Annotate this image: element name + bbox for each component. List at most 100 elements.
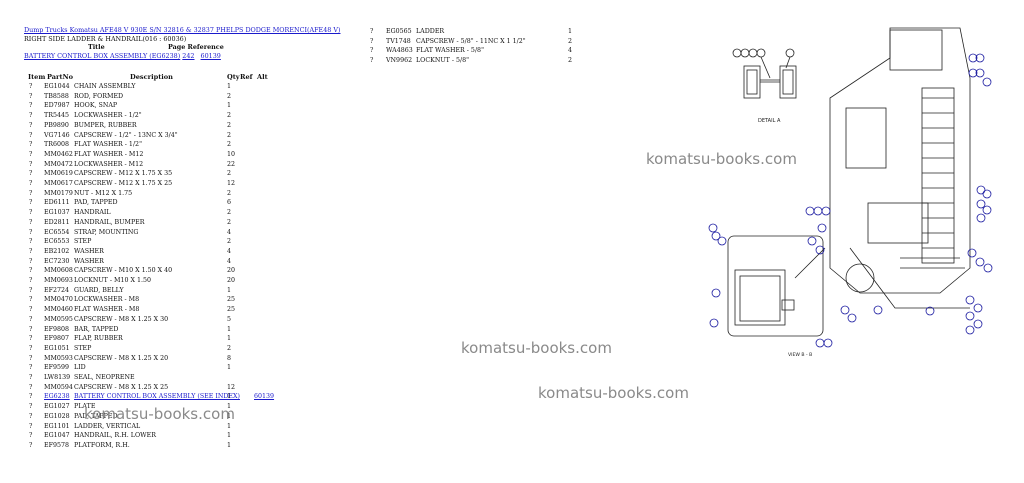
description-cell: LID — [74, 364, 86, 372]
description-cell: NUT - M12 X 1.75 — [74, 189, 133, 197]
description-cell: STEP — [74, 238, 92, 246]
description-cell: FLAT WASHER - 5/8" — [416, 47, 484, 55]
watermark-2: komatsu-books.com — [461, 339, 612, 357]
item-cell: ? — [29, 121, 33, 129]
detail-a-label: DETAIL A — [758, 118, 781, 124]
part-number-cell: EG1047 — [44, 432, 70, 440]
part-number-cell: VG7146 — [44, 131, 70, 139]
qty-cell: 2 — [227, 92, 232, 100]
item-cell: ? — [29, 199, 33, 207]
description-cell: STRAP, MOUNTING — [74, 228, 139, 236]
column-page-reference-label: Page Reference — [168, 43, 224, 52]
battery-box-ref-link[interactable]: 60139 — [200, 52, 221, 61]
qty-cell: 2 — [227, 170, 232, 178]
column-item-header: Item — [28, 73, 46, 81]
item-cell: ? — [29, 218, 33, 226]
column-partno-header: PartNo — [47, 73, 73, 81]
item-cell: ? — [29, 325, 33, 333]
qty-cell: 20 — [227, 277, 236, 284]
part-number-cell: MM0462 — [44, 150, 73, 158]
watermark-1: komatsu-books.com — [646, 150, 797, 168]
description-cell: LOCKWASHER - 1/2" — [74, 112, 142, 120]
qty-cell: 2 — [227, 141, 232, 149]
part-number-cell: TB8588 — [44, 92, 69, 100]
qty-cell: 10 — [227, 150, 236, 158]
qty-cell: 1 — [227, 432, 232, 440]
qty-cell: 2 — [227, 344, 232, 352]
qty-cell: 1 — [227, 102, 232, 110]
qty-cell: 6 — [227, 199, 232, 207]
part-number-cell[interactable]: EG6238 — [44, 393, 70, 401]
qty-cell: 4 — [568, 47, 573, 55]
watermark-4: komatsu-books.com — [84, 405, 235, 423]
battery-box-title-link[interactable]: BATTERY CONTROL BOX ASSEMBLY (EG6238) — [24, 52, 181, 61]
part-number-cell: EC6554 — [44, 228, 70, 236]
column-alt-header: Alt — [257, 73, 268, 81]
item-cell: ? — [29, 277, 33, 284]
description-cell: HOOK, SNAP — [74, 102, 118, 110]
part-number-cell: TR6008 — [44, 141, 69, 149]
item-cell: ? — [29, 393, 33, 401]
ref-cell[interactable]: 60139 — [254, 393, 275, 401]
description-cell: BUMPER, RUBBER — [74, 121, 137, 129]
breadcrumb-link[interactable]: Dump Trucks Komatsu AFE48 V 930E S/N 328… — [24, 26, 341, 34]
part-number-cell: MM0619 — [44, 170, 73, 178]
qty-cell: 12 — [227, 180, 236, 187]
item-cell: ? — [29, 315, 33, 323]
description-cell: PAD, TAPPED — [74, 412, 118, 420]
description-cell: LOCKNUT - 5/8" — [416, 57, 470, 65]
part-number-cell: ED7987 — [44, 102, 70, 110]
column-title-label: Title — [88, 43, 105, 52]
column-description-header: Description — [130, 73, 173, 81]
item-cell: ? — [29, 83, 33, 90]
qty-cell: 25 — [227, 296, 236, 304]
item-cell: ? — [29, 306, 33, 314]
description-cell: CAPSCREW - 1/2" - 13NC X 3/4" — [74, 131, 178, 139]
qty-cell: 2 — [227, 112, 232, 120]
item-cell: ? — [29, 92, 33, 100]
description-cell[interactable]: BATTERY CONTROL BOX ASSEMBLY (SEE INDEX) — [74, 393, 240, 401]
item-cell: ? — [370, 37, 374, 45]
qty-cell: 1 — [227, 286, 232, 294]
description-cell: LADDER, VERTICAL — [74, 422, 141, 430]
column-qty-header: Qty — [227, 73, 240, 81]
description-cell: CAPSCREW - 5/8" - 11NC X 1 1/2" — [416, 37, 526, 45]
description-cell: FLAP, RUBBER — [74, 335, 123, 343]
qty-cell: 22 — [227, 160, 236, 168]
description-cell: PLATE — [74, 403, 96, 411]
item-cell: ? — [29, 112, 33, 120]
qty-cell: 2 — [568, 37, 573, 45]
part-number-cell: EF2724 — [44, 286, 69, 294]
qty-cell: 1 — [227, 422, 232, 430]
callout-balloons — [708, 53, 993, 348]
qty-cell: 1 — [227, 364, 232, 372]
exploded-parts-diagram: DETAIL A VIEW B - B — [708, 27, 993, 358]
description-cell: ROD, FORMED — [74, 92, 124, 100]
part-number-cell: MM0472 — [44, 160, 73, 168]
qty-cell: 2 — [227, 238, 232, 246]
battery-box-page-link[interactable]: 242 — [182, 52, 195, 61]
description-cell: CAPSCREW - M8 X 1.25 X 20 — [74, 354, 169, 362]
item-cell: ? — [29, 335, 33, 343]
part-number-cell: EC6553 — [44, 238, 70, 246]
part-number-cell: EG0565 — [386, 28, 412, 35]
